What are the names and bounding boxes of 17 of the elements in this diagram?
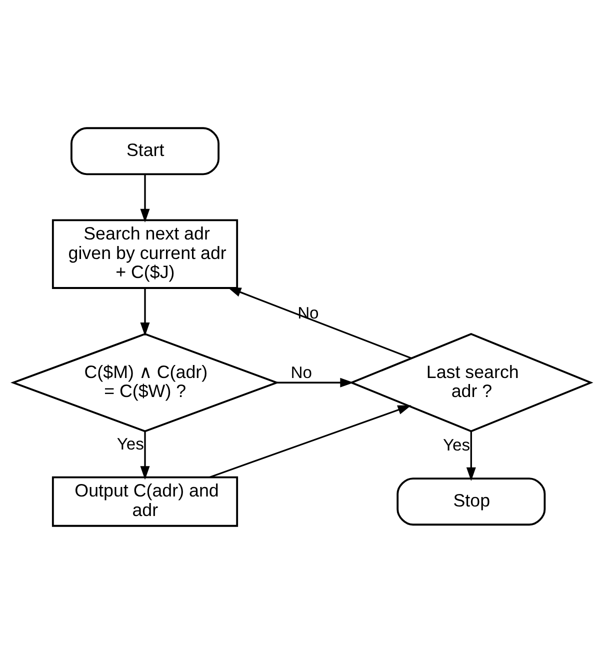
arrow (466, 431, 476, 481)
arrow (276, 378, 354, 388)
arrow (209, 405, 412, 478)
arrow (140, 288, 150, 336)
edge-label: Yes (116, 434, 144, 454)
arrow (140, 174, 150, 223)
node-box: Search next adr given by current adr + C($J) (52, 219, 238, 289)
edge-label: Yes (443, 436, 470, 455)
node-diamond: C($M) ∧ C(adr) = C($W) ? (10, 333, 280, 432)
node-diamond: Last search adr ? (349, 333, 594, 432)
edge-label: No (290, 363, 312, 382)
edge-label: No (298, 304, 319, 323)
node-box: Start (70, 127, 220, 176)
arrow (228, 287, 412, 360)
arrow (140, 431, 150, 480)
node-box: Output C(adr) and adr (52, 476, 238, 527)
node-box: Stop (396, 478, 546, 526)
